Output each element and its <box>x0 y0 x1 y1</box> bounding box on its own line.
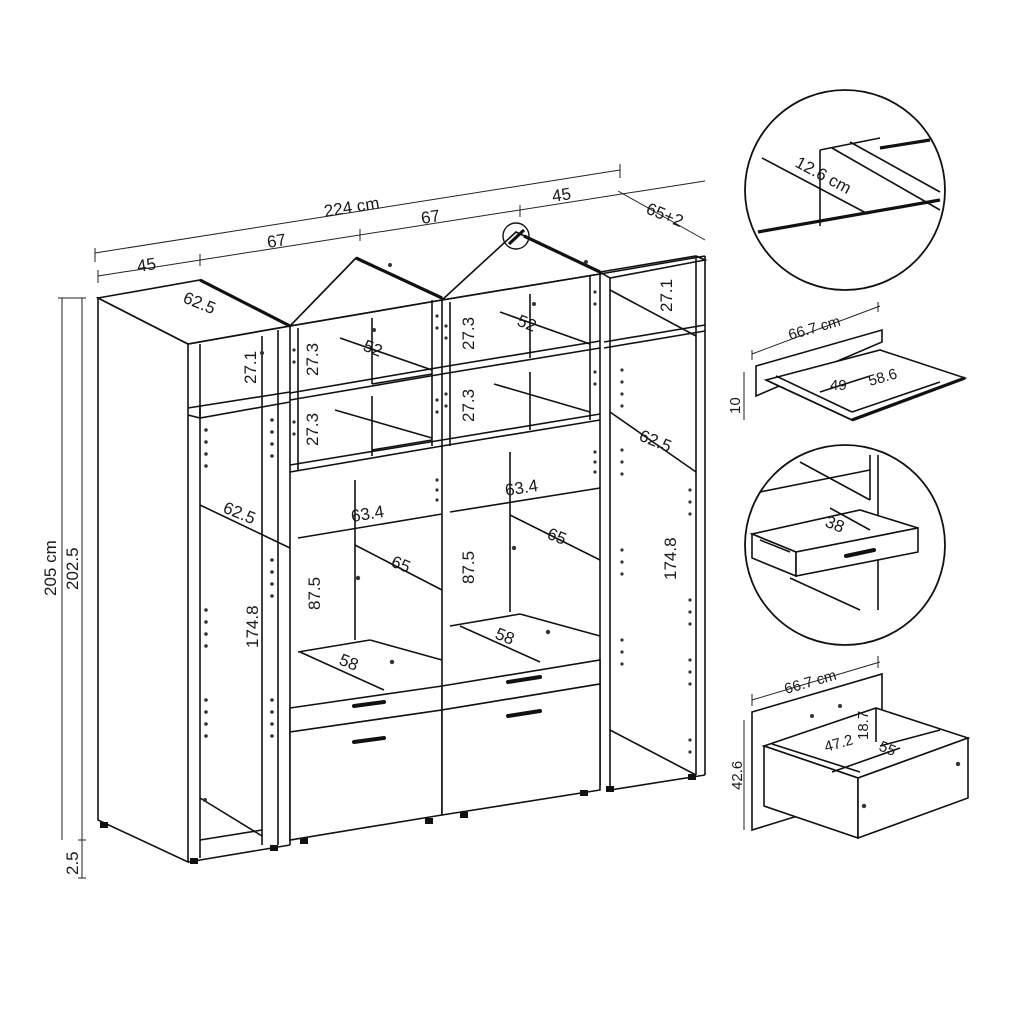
cabinet-mid-left-peg-holes <box>292 263 439 665</box>
pullout-inner-width-label: 49 <box>830 377 847 394</box>
midright-open-height-label: 87.5 <box>459 551 478 584</box>
cabinet-left-peg-holes <box>203 351 274 802</box>
cabinet-mid-left <box>287 256 443 841</box>
detail-pullout-shelf <box>743 302 968 422</box>
right-top-height-label: 27.1 <box>657 279 676 312</box>
detail-big-drawer <box>743 656 971 840</box>
height-dimension-lines <box>58 297 86 879</box>
midleft-drawer-depth-label: 58 <box>337 650 362 675</box>
cabinet-mid-right <box>439 222 601 816</box>
detail-rail-circle <box>744 89 946 291</box>
height-body-label: 202.5 <box>63 547 82 590</box>
left-top-height-label: 27.1 <box>241 351 260 384</box>
midleft-shelf2-height-label: 27.3 <box>303 413 322 446</box>
midright-shelf2-height-label: 27.3 <box>459 389 478 422</box>
width-label-1: 45 <box>136 254 158 276</box>
total-width-label: 224 cm <box>323 193 381 220</box>
pullout-height-label: 10 <box>727 397 744 414</box>
big-drawer-inner-height-label: 18.7 <box>855 711 872 740</box>
cabinet-right-peg-holes <box>620 368 692 754</box>
midleft-shelf1-depth-label: 52 <box>361 336 386 361</box>
width-label-2: 67 <box>266 230 288 252</box>
midleft-shelf1-height-label: 27.3 <box>303 343 322 376</box>
height-feet-label: 2.5 <box>63 851 82 875</box>
cabinet-mid-right-peg-holes <box>444 260 597 635</box>
width-label-3: 67 <box>420 206 442 228</box>
big-drawer-height-label: 42.6 <box>729 761 746 790</box>
midright-drawer-depth-label: 58 <box>493 624 518 649</box>
detail-small-drawer-circle <box>744 444 946 646</box>
pullout-width-label: 66.7 cm <box>786 313 842 344</box>
left-hang-height-label: 174.8 <box>243 605 262 648</box>
midright-shelf1-depth-label: 52 <box>515 311 540 336</box>
top-dimension-lines <box>94 164 706 283</box>
midright-rail-width-label: 63.4 <box>504 476 540 500</box>
midright-open-depth-label: 65 <box>545 524 570 549</box>
big-drawer-inner-depth-label: 55 <box>877 738 899 760</box>
right-hang-height-label: 174.8 <box>661 537 680 580</box>
depth-label: 65+2 <box>644 199 687 231</box>
cabinet-left <box>95 278 293 864</box>
midleft-open-height-label: 87.5 <box>305 577 324 610</box>
midright-shelf1-height-label: 27.3 <box>459 317 478 350</box>
width-label-4: 45 <box>551 184 573 206</box>
right-hang-depth-label: 62.5 <box>637 426 675 456</box>
height-total-label: 205 cm <box>41 540 60 596</box>
wardrobe-feet <box>100 774 696 864</box>
midleft-rail-width-label: 63.4 <box>350 502 386 526</box>
cabinet-right <box>597 255 708 791</box>
